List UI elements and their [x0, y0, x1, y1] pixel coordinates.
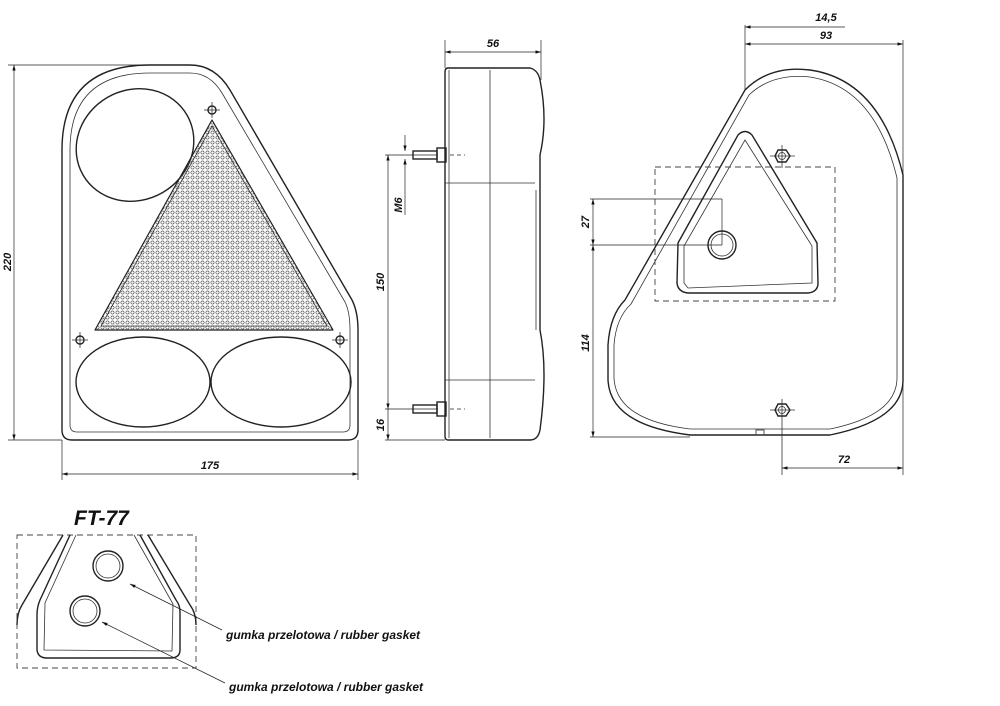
dim-rear-bottom-offset: 72	[838, 454, 850, 466]
dim-bolt-spacing: 150	[375, 272, 387, 291]
dim-bolt-offset: 16	[375, 418, 387, 431]
lens-right	[210, 336, 352, 428]
nut-icon	[770, 399, 795, 475]
detail-frame	[654, 166, 836, 302]
dim-width: 175	[201, 460, 220, 472]
reflector-triangle	[94, 119, 334, 331]
screw-icon	[72, 332, 88, 348]
callout-gasket-2: gumka przelotowa / rubber gasket	[228, 680, 424, 694]
front-view	[8, 64, 359, 480]
screw-icon	[204, 102, 220, 118]
dim-thread: M6	[393, 196, 405, 212]
dim-rear-width: 93	[820, 30, 832, 42]
top-lens	[75, 88, 195, 202]
lens-left	[75, 336, 211, 428]
callout-gasket-1: gumka przelotowa / rubber gasket	[225, 628, 421, 642]
detail-view	[16, 534, 226, 684]
screw-icon	[332, 332, 348, 348]
dim-rear-hole-height: 114	[580, 334, 592, 352]
dim-height: 220	[2, 252, 14, 272]
nut-icon	[770, 145, 795, 168]
side-view	[385, 40, 545, 441]
dim-depth: 56	[487, 38, 500, 50]
dim-rear-offset-top: 14,5	[815, 12, 837, 24]
rear-view	[590, 25, 904, 475]
model-title: FT-77	[74, 507, 130, 530]
dim-rear-hole-offset: 27	[580, 215, 592, 229]
